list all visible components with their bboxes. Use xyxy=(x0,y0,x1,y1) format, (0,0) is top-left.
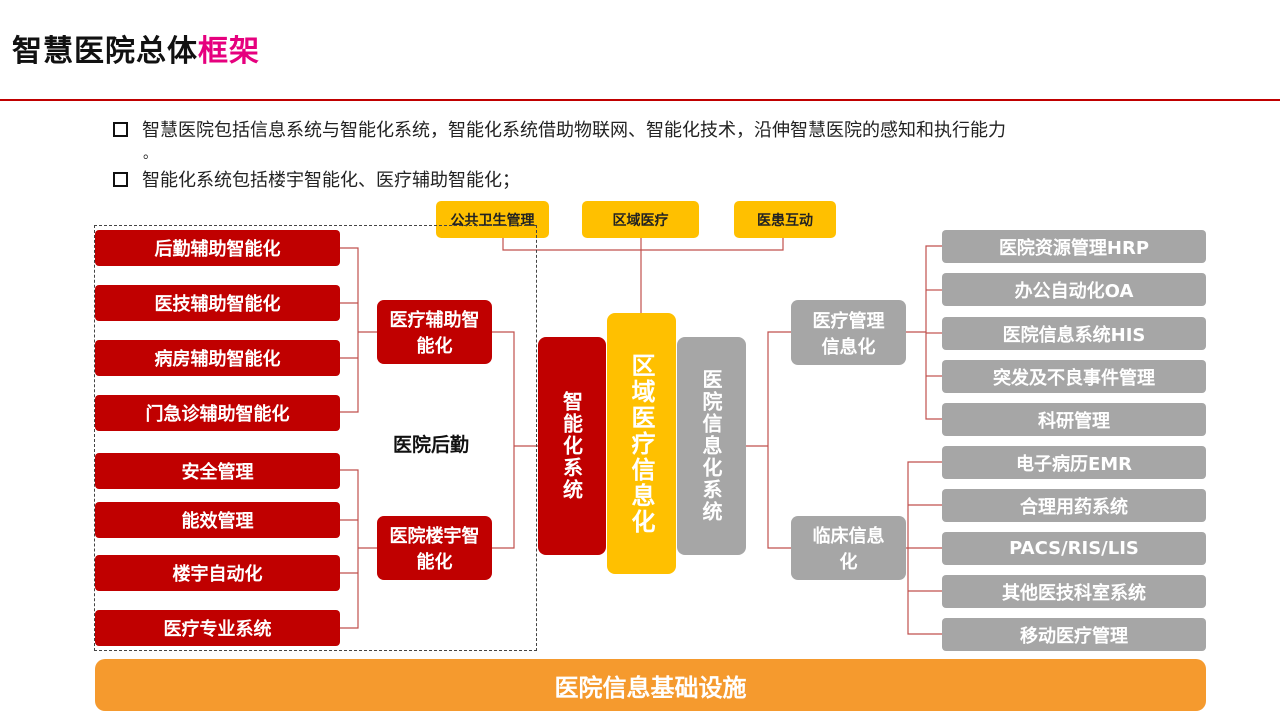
left-item-emergency-aid: 门急诊辅助智能化 xyxy=(95,395,340,431)
left-item-medical-system: 医疗专业系统 xyxy=(95,610,340,646)
group-building-intelligence: 医院楼宇智能化 xyxy=(377,516,492,580)
right-item-emr: 电子病历EMR xyxy=(942,446,1206,479)
page-title: 智慧医院总体框架 xyxy=(12,26,260,70)
right-item-other-medtech: 其他医技科室系统 xyxy=(942,575,1206,608)
right-item-oa: 办公自动化OA xyxy=(942,273,1206,306)
right-item-hrp: 医院资源管理HRP xyxy=(942,230,1206,263)
bullet-item-1: 智慧医院包括信息系统与智能化系统，智能化系统借助物联网、智能化技术，沿伸智慧医院… xyxy=(113,116,1006,142)
right-item-pacs-ris-lis: PACS/RIS/LIS xyxy=(942,532,1206,565)
hospital-logistics-region xyxy=(94,225,537,651)
top-box-doctor-patient: 医患互动 xyxy=(734,201,836,238)
bullet-item-2: 智能化系统包括楼宇智能化、医疗辅助智能化； xyxy=(113,166,520,192)
top-box-regional-medical: 区域医疗 xyxy=(582,201,699,238)
left-item-medtech-aid: 医技辅助智能化 xyxy=(95,285,340,321)
left-item-building-automation: 楼宇自动化 xyxy=(95,555,340,591)
right-item-rational-drug: 合理用药系统 xyxy=(942,489,1206,522)
right-item-research: 科研管理 xyxy=(942,403,1206,436)
top-box-public-health: 公共卫生管理 xyxy=(436,201,549,238)
title-main: 智慧医院总体 xyxy=(12,34,198,69)
center-hospital-info-system: 医院信息化系统 xyxy=(677,337,746,555)
group-medical-management-info: 医疗管理信息化 xyxy=(791,300,906,365)
left-item-energy: 能效管理 xyxy=(95,502,340,538)
infrastructure-bar: 医院信息基础设施 xyxy=(95,659,1206,711)
center-regional-medical-info: 区域医疗信息化 xyxy=(607,313,676,574)
left-item-logistics-aid: 后勤辅助智能化 xyxy=(95,230,340,266)
group-clinical-info: 临床信息化 xyxy=(791,516,906,580)
bullet-continuation: 。 xyxy=(143,146,157,162)
left-item-ward-aid: 病房辅助智能化 xyxy=(95,340,340,376)
right-item-incident-management: 突发及不良事件管理 xyxy=(942,360,1206,393)
right-item-his: 医院信息系统HIS xyxy=(942,317,1206,350)
title-highlight: 框架 xyxy=(198,34,260,69)
hospital-logistics-label: 医院后勤 xyxy=(393,434,470,456)
group-medical-aid-intelligence: 医疗辅助智能化 xyxy=(377,300,492,364)
left-item-security: 安全管理 xyxy=(95,453,340,489)
right-item-mobile-medical: 移动医疗管理 xyxy=(942,618,1206,651)
center-intelligent-system: 智能化系统 xyxy=(538,337,606,555)
title-divider xyxy=(0,99,1280,101)
bullet-text-2: 智能化系统包括楼宇智能化、医疗辅助智能化； xyxy=(142,170,520,191)
checkbox-bullet-icon xyxy=(113,122,128,137)
checkbox-bullet-icon xyxy=(113,172,128,187)
bullet-text-1: 智慧医院包括信息系统与智能化系统，智能化系统借助物联网、智能化技术，沿伸智慧医院… xyxy=(142,120,1006,141)
